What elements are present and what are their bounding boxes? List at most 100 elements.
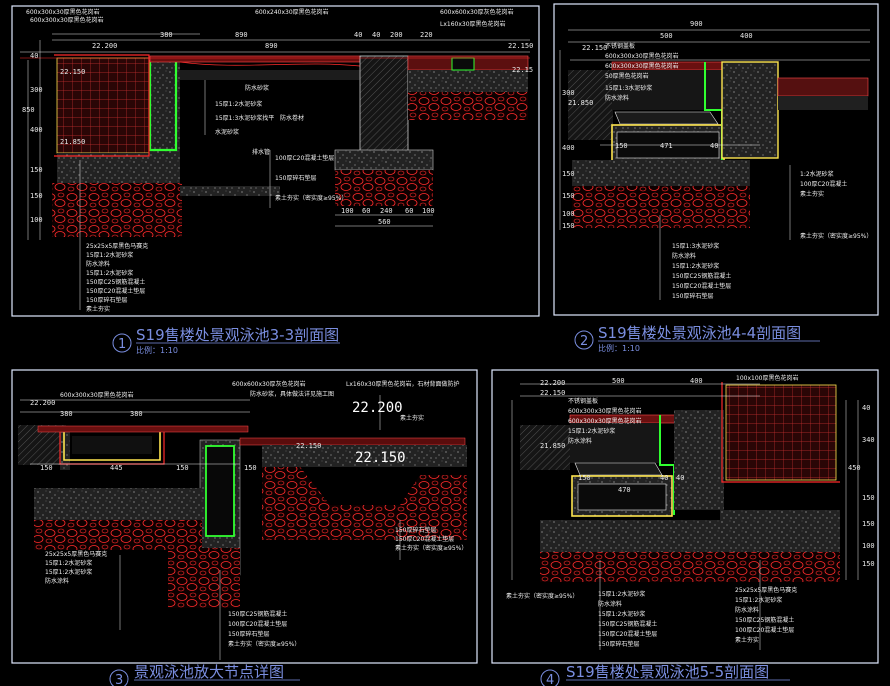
callout-label: 15厚1:2水泥砂浆 (45, 568, 92, 576)
callout-label: 15厚1:2水泥砂浆 (598, 610, 645, 618)
callout-label: 素土夯实（密实度≥95%） (395, 544, 467, 552)
callout-label: 素土夯实（密实度≥95%） (228, 640, 300, 648)
dimension: 400 (690, 377, 703, 385)
callout-label: 15厚1:2水泥砂浆 (735, 596, 782, 604)
callout-label: 素土夯实 (800, 190, 824, 198)
panel-number: 4 (546, 673, 554, 686)
dimension: 400 (740, 32, 753, 40)
dimension: 400 (562, 144, 575, 152)
panel-3-section (18, 395, 467, 660)
callout-label: 防水砂浆，具体做法详见施工图 (250, 390, 334, 398)
callout-label: 15厚1:3水泥砂浆 (672, 242, 719, 250)
callout-label: 25x25x5厚黑色马赛克 (735, 586, 797, 594)
panel-2-frame (553, 3, 879, 316)
level-mark: 21.850 (60, 138, 85, 146)
dimension: 40 (30, 52, 38, 60)
callout-label: 防水涂料 (86, 260, 110, 268)
panel-number: 3 (115, 673, 123, 686)
level-mark: 22.150 (540, 389, 565, 397)
panel-4-frame (491, 369, 879, 664)
level-mark: 22.200 (92, 42, 117, 50)
dimension: 340 (862, 436, 875, 444)
callout-label: 15厚1:2水泥砂浆 (45, 559, 92, 567)
dimension: 400 (30, 126, 43, 134)
callout-label: 15厚1:2水泥砂浆 (598, 590, 645, 598)
dimension: 150 (862, 560, 875, 568)
dimension: 40 (354, 31, 362, 39)
callout-label: 15厚1:3水泥砂浆 (605, 84, 652, 92)
dimension: 40 (862, 404, 870, 412)
dimension: 380 (160, 31, 173, 39)
callout-label: 防水涂料 (735, 606, 759, 614)
dimension: 890 (265, 42, 278, 50)
callout-label: 150厚碎石垫层 (86, 296, 127, 304)
callout-label: 600x300x30厚黑色花岗岩 (605, 62, 679, 70)
panel-1-text: 22.200 22.150 22.15 22.150 21.850 380 89… (22, 8, 533, 313)
level-mark: 22.200 (30, 399, 55, 407)
callout-label: 600x600x30厚灰色花岗岩 (440, 8, 514, 16)
dimension: 40 (372, 31, 380, 39)
callout-label: 150厚C25钢筋混凝土 (598, 620, 657, 628)
callout-label: 15厚1:2水泥砂浆 (672, 262, 719, 270)
callout-label: 素土夯实（密实度≥95%） (275, 194, 347, 202)
level-mark: 21.850 (568, 99, 593, 107)
level-mark: 22.200 (540, 379, 565, 387)
panel-3-text: 22.200 22.150 22.200 22.150 380 380 150 … (30, 380, 467, 648)
panel-2-title-block: 2 S19售楼处景观泳池4-4剖面图 比例：1:10 (574, 324, 820, 353)
callout-label: 600x240x30厚黑色花岗岩 (255, 8, 329, 16)
level-mark-large: 22.150 (355, 450, 406, 466)
callout-label: 100厚C20混凝土垫层 (228, 620, 287, 628)
callout-label: 100厚C20混凝土垫层 (735, 626, 794, 634)
callout-label: 防水涂料 (598, 600, 622, 608)
dimension: 470 (618, 486, 631, 494)
callout-label: 15厚1:2水泥砂浆 (86, 251, 133, 259)
dimension: 150 (862, 494, 875, 502)
callout-label: 防水涂料 (568, 437, 592, 445)
callout-label: 600x300x30厚黑色花岗岩 (26, 8, 100, 16)
callout-label: Lx160x30厚黑色花岗岩 (440, 20, 506, 28)
callout-label: 排水管 (252, 148, 270, 156)
dimension: 500 (660, 32, 673, 40)
callout-label: 150厚C20混凝土垫层 (86, 287, 145, 295)
panel-4-title-block: 4 S19售楼处景观泳池5-5剖面图 (540, 663, 790, 686)
callout-label: 防水卷材 (280, 114, 304, 122)
panel-title: S19售楼处景观泳池3-3剖面图 (136, 326, 339, 344)
callout-label: 防水涂料 (672, 252, 696, 260)
callout-label: 150厚C25钢筋混凝土 (228, 610, 287, 618)
callout-label: 防水涂料 (45, 577, 69, 585)
callout-label: 150厚C20混凝土垫层 (598, 630, 657, 638)
dimension: 60 (405, 207, 413, 215)
dimension: 445 (110, 464, 123, 472)
callout-label: 素土夯实 (86, 305, 110, 313)
callout-label: 150厚碎石垫层 (228, 630, 269, 638)
callout-label: 150厚C25钢筋混凝土 (86, 278, 145, 286)
callout-label: 150厚C20混凝土垫层 (672, 282, 731, 290)
dimension: 220 (420, 31, 433, 39)
dimension: 560 (378, 218, 391, 226)
callout-label: 不锈钢盖板 (605, 42, 635, 50)
callout-label: 150厚碎石垫层 (395, 526, 436, 534)
level-mark: 22.150 (582, 44, 607, 52)
dimension: 60 (362, 207, 370, 215)
dimension: 100 (862, 542, 875, 550)
callout-label: 150厚C25钢筋混凝土 (735, 616, 794, 624)
callout-label: 100厚C20混凝土 (800, 180, 847, 188)
callout-label: 15厚1:2水泥砂浆 (568, 427, 615, 435)
callout-label: 150厚C20混凝土垫层 (395, 535, 454, 543)
dimension: 450 (848, 464, 861, 472)
callout-label: 600x300x30厚黑色花岗岩 (568, 407, 642, 415)
level-mark: 22.15 (512, 66, 533, 74)
dimension: 471 (660, 142, 673, 150)
panel-title: 景观泳池放大节点详图 (134, 663, 284, 681)
panel-2-section (559, 29, 870, 300)
callout-label: 素土夯实（密实度≥95%） (506, 592, 578, 600)
callout-label: 素土夯实（密实度≥95%） (800, 232, 872, 240)
dimension: 40 (660, 474, 668, 482)
callout-label: 600x300x30厚黑色花岗岩 (568, 417, 642, 425)
panel-scale: 比例：1:10 (136, 345, 178, 355)
callout-label: 100厚C20混凝土垫层 (275, 154, 334, 162)
dimension: 500 (612, 377, 625, 385)
dimension: 40 (710, 142, 718, 150)
panel-1-frame (11, 5, 540, 317)
callout-label: 15厚1:2水泥砂浆 (215, 100, 262, 108)
